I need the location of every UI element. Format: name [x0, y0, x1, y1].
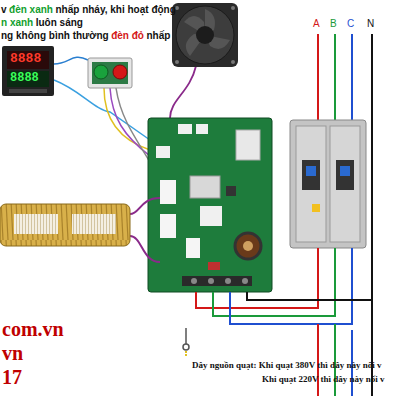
supply-wire — [247, 292, 372, 300]
text-line: ng không bình thườngđèn đỏnhấp — [1, 30, 170, 42]
wiring-note: Dây nguồn quạt: Khi quạt 380V thì dây nà… — [192, 360, 381, 370]
temperature-controller — [2, 46, 54, 96]
coil-lead — [130, 236, 160, 262]
status-note: nhấp — [146, 30, 170, 41]
status-note: nhấp nháy, khi hoạt động — [55, 4, 175, 15]
phase-label: B — [330, 18, 337, 29]
status-note: luôn sáng — [36, 17, 83, 28]
text-line: vđèn xanhnhấp nháy, khi hoạt động — [1, 4, 176, 16]
neutral-wire — [371, 34, 373, 396]
watermark: com.vn — [2, 318, 64, 340]
text-line: 8888 — [10, 52, 41, 67]
text-line: C — [347, 18, 354, 30]
signal-wire — [110, 88, 150, 156]
display-reading: 8888 — [10, 71, 39, 85]
status-note: v — [1, 4, 7, 15]
phase-wire — [334, 34, 336, 124]
status-note: ng không bình thường — [1, 30, 109, 41]
signal-wire — [116, 88, 150, 162]
signal-wire — [54, 57, 88, 64]
text-line: com.vn — [2, 318, 64, 341]
text-line: Khi quạt 220V thì dây này nối v — [262, 374, 385, 384]
cooling-fan — [172, 3, 238, 67]
text-line: n xanhluôn sáng — [1, 17, 83, 29]
text-line: 17 — [2, 366, 22, 389]
status-note: đèn xanh — [9, 4, 53, 15]
status-note: đèn đỏ — [111, 30, 144, 41]
coil-lead — [130, 198, 160, 214]
display-reading: 8888 — [10, 51, 41, 66]
text-line: B — [330, 18, 337, 30]
fan-terminal — [183, 328, 189, 356]
text-line: vn — [2, 342, 23, 365]
supply-wire — [213, 248, 335, 316]
led-board — [88, 58, 132, 88]
phase-label: A — [313, 18, 320, 29]
signal-wire — [54, 80, 150, 140]
fan-wire — [170, 66, 196, 118]
watermark: 17 — [2, 366, 22, 388]
phase-label: C — [347, 18, 354, 29]
text-line: A — [313, 18, 320, 30]
text-line: Dây nguồn quạt: Khi quạt 380V thì dây nà… — [192, 360, 381, 370]
phase-label: N — [367, 18, 374, 29]
watermark: vn — [2, 342, 23, 364]
wiring-note: Khi quạt 220V thì dây này nối v — [262, 374, 385, 384]
induction-pcb — [148, 118, 272, 292]
supply-wire — [230, 248, 352, 324]
status-note: n xanh — [1, 17, 33, 28]
phase-wire — [351, 34, 353, 124]
text-line: 8888 — [10, 72, 39, 86]
text-line: N — [367, 18, 374, 30]
circuit-breaker — [290, 120, 366, 248]
phase-wire — [317, 34, 319, 124]
induction-coil — [0, 204, 130, 246]
